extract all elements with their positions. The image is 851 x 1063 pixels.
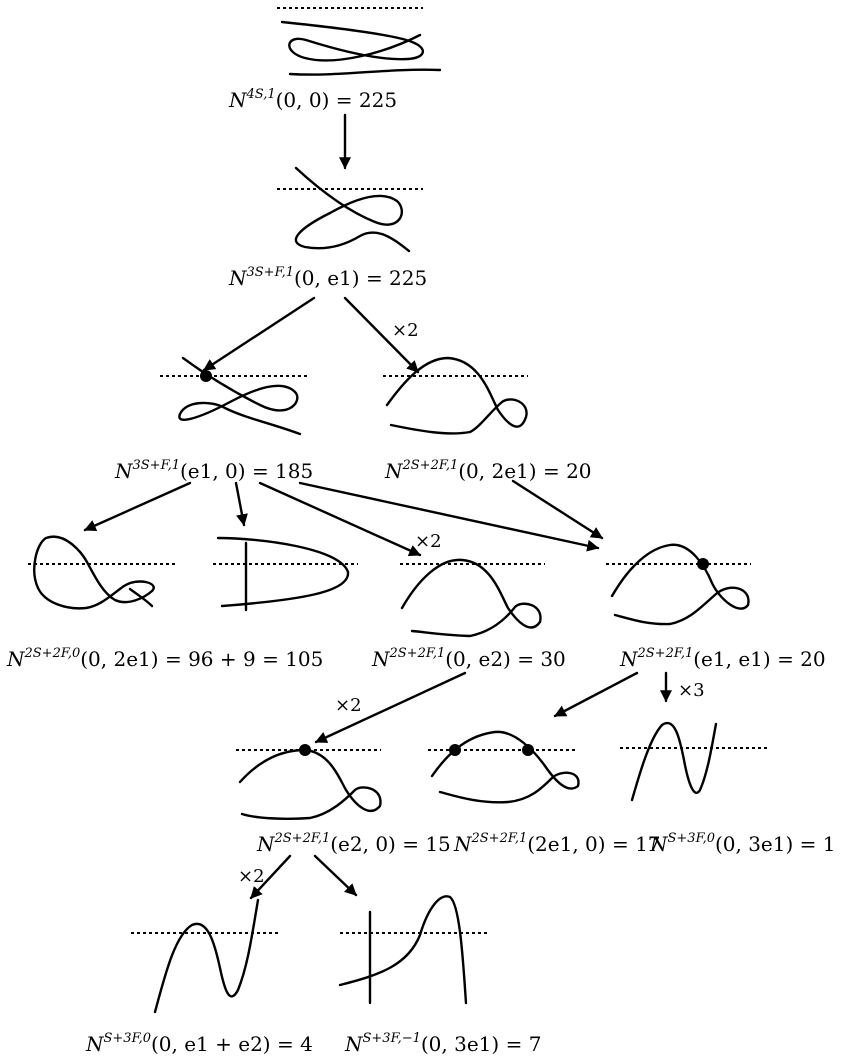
curve-n3sf1-e10 bbox=[160, 356, 310, 436]
multiplier-label: ×3 bbox=[678, 680, 705, 701]
curve-n2s2f1-e20 bbox=[236, 744, 382, 820]
arrow-13 bbox=[313, 854, 358, 897]
label-n3sf1-e10: N3S+F,1(e1, 0) = 185 bbox=[115, 458, 314, 483]
label-n3sf1-0e1: N3S+F,1(0, e1) = 225 bbox=[229, 265, 428, 290]
curve-n2s2f1-0e2 bbox=[400, 558, 545, 638]
label-n4s1: N4S,1(0, 0) = 225 bbox=[229, 87, 398, 112]
label-n2s2f1-0e2: N2S+2F,1(0, e2) = 30 bbox=[372, 646, 566, 671]
curve-n2s2f1-e1e1 bbox=[606, 543, 751, 626]
multiplier-label: ×2 bbox=[335, 695, 362, 716]
arrow-8 bbox=[511, 479, 604, 540]
multiplier-label: ×2 bbox=[392, 320, 419, 341]
curve-vertical-parabola bbox=[213, 536, 358, 612]
curve-n2s2f1-2e10 bbox=[428, 730, 580, 804]
label-ns3fm1-03e1: NS+3F,−1(0, 3e1) = 7 bbox=[345, 1031, 542, 1056]
arrow-4 bbox=[83, 481, 192, 532]
arrow-2 bbox=[202, 296, 316, 372]
curve-ns3f0-0e1e2 bbox=[131, 898, 281, 1014]
arrow-10 bbox=[553, 671, 639, 718]
curve-ns3f0-03e1 bbox=[620, 721, 770, 802]
label-ns3f0-0e1e2: NS+3F,0(0, e1 + e2) = 4 bbox=[86, 1031, 313, 1056]
arrow-9 bbox=[314, 671, 467, 744]
arrow-6 bbox=[258, 481, 422, 557]
label-n2s2f1-2e10: N2S+2F,1(2e1, 0) = 17 bbox=[454, 831, 661, 856]
arrow-3 bbox=[343, 296, 420, 374]
curve-ns3fm1-03e1 bbox=[338, 895, 490, 1005]
arrows bbox=[83, 113, 672, 900]
curve-n3sf1-0e1 bbox=[277, 166, 423, 253]
label-n2s2f1-e1e1: N2S+2F,1(e1, e1) = 20 bbox=[620, 646, 826, 671]
arrow-7 bbox=[298, 481, 600, 552]
curve-n2s2f1-02e1 bbox=[383, 356, 528, 435]
curve-n2s2f0-02e1 bbox=[28, 535, 178, 610]
label-n2s2f1-e20: N2S+2F,1(e2, 0) = 15 bbox=[257, 831, 451, 856]
label-n2s2f1-02e1: N2S+2F,1(0, 2e1) = 20 bbox=[385, 458, 592, 483]
curve-n4s1 bbox=[277, 7, 442, 76]
arrow-5 bbox=[234, 481, 248, 527]
label-ns3f0-03e1: NS+3F,0(0, 3e1) = 1 bbox=[650, 831, 836, 856]
arrow-12 bbox=[249, 854, 292, 900]
multiplier-label: ×2 bbox=[238, 866, 265, 887]
multiplier-label: ×2 bbox=[415, 531, 442, 552]
label-n2s2f0-02e1: N2S+2F,0(0, 2e1) = 96 + 9 = 105 bbox=[7, 646, 324, 671]
